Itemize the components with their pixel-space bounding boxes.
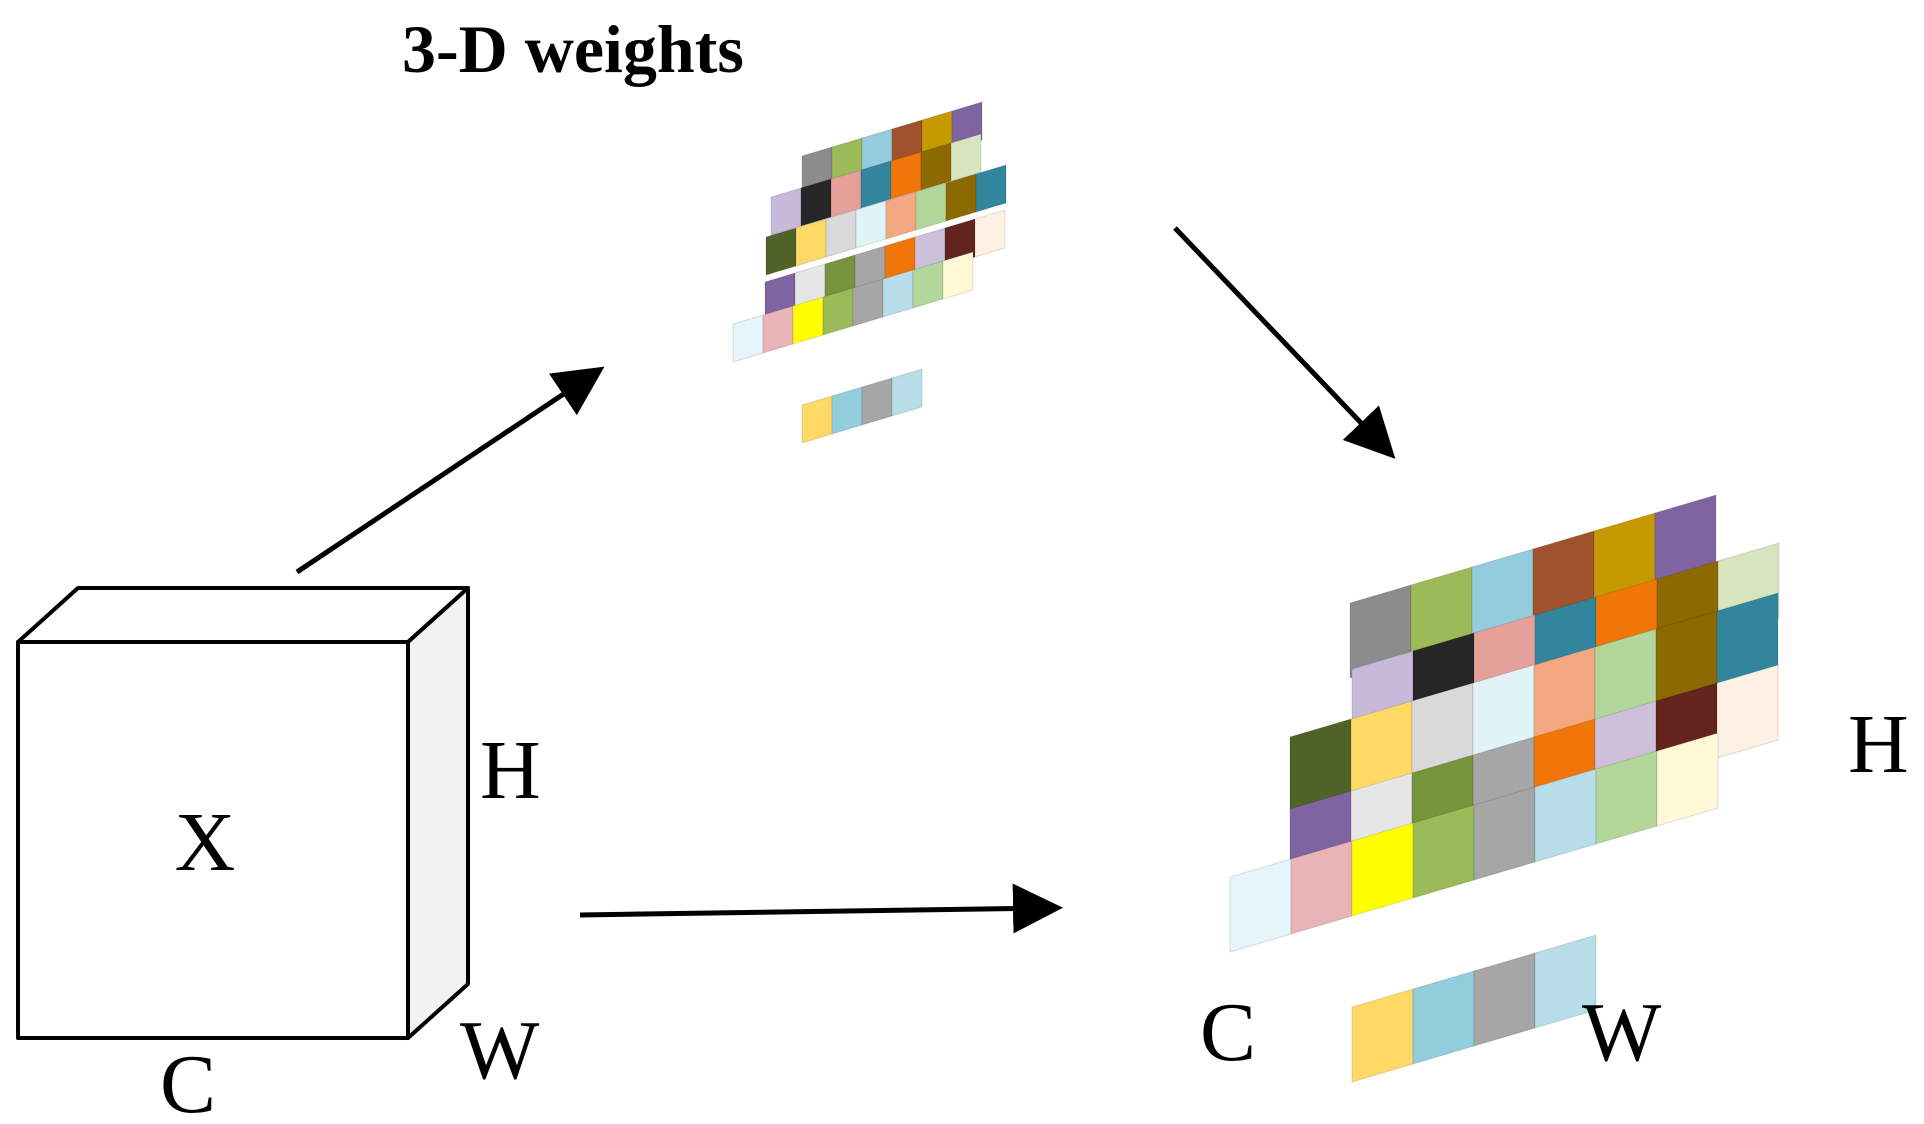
weights-cell-r3-c7 (974, 209, 1006, 258)
weights-cell-r5-c3 (891, 368, 923, 417)
output-cell-r4-c7 (1656, 732, 1719, 827)
cube-c-label: C (160, 1038, 216, 1124)
output-cell-r4-c0 (1229, 858, 1292, 953)
cube-front-face (16, 640, 410, 1040)
arrows (295, 226, 1396, 934)
output-cell-r5-c2 (1473, 952, 1536, 1047)
arrow-to-weights (295, 366, 605, 575)
cube-h-label: H (480, 724, 541, 817)
output-cell-r5-c0 (1351, 988, 1414, 1083)
weights-cell-r4-c7 (942, 251, 974, 300)
weights-cell-r5-c2 (861, 377, 893, 426)
output-cell-r5-c3 (1534, 934, 1597, 1029)
cube-side-face (406, 586, 470, 1040)
output-cell-r3-c7 (1716, 664, 1779, 759)
output-tensor-grid (1229, 494, 1780, 1083)
weights-cell-r5-c0 (801, 395, 833, 444)
arrow-weights-to-output (1173, 226, 1396, 459)
cube-x-label: X (175, 796, 236, 889)
output-h-label: H (1848, 698, 1909, 791)
weights-cell-r5-c1 (831, 386, 863, 435)
weights-cell-r1-c6 (950, 133, 982, 182)
cube-w-label: W (460, 1004, 540, 1097)
weights-grid (732, 101, 1007, 444)
output-w-label: W (1582, 986, 1662, 1079)
arrow-to-output (579, 883, 1063, 934)
weights-cell-r2-c7 (975, 164, 1007, 213)
cube-top-face (16, 586, 470, 644)
output-cell-r5-c1 (1412, 970, 1475, 1065)
title-label: 3-D weights (402, 11, 744, 87)
input-cube: X H W C (16, 586, 541, 1124)
weights-cell-r4-c0 (732, 314, 764, 363)
output-c-label: C (1200, 986, 1256, 1079)
